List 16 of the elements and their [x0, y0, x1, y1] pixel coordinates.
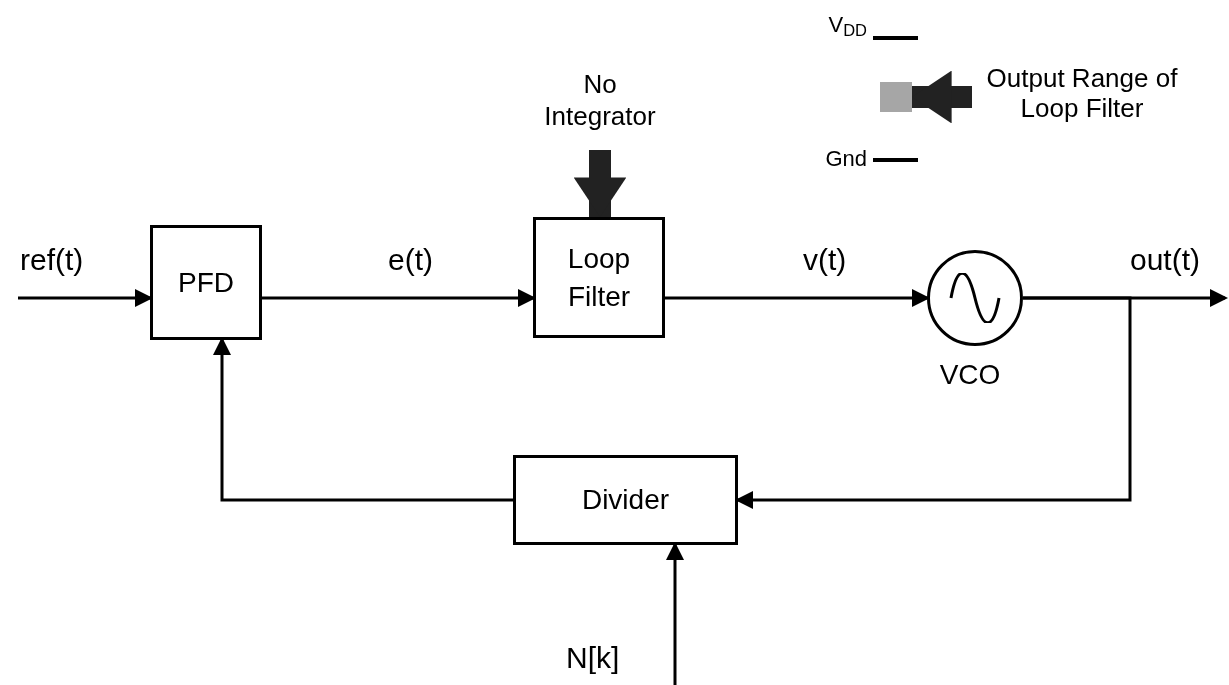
edge-label: e(t) — [388, 242, 433, 278]
edge-label: ref(t) — [20, 242, 84, 278]
range-square — [880, 82, 912, 112]
edge-label: out(t) — [1130, 242, 1201, 278]
edge-label: v(t) — [803, 242, 847, 278]
level-label: V$_{DD}$ — [827, 12, 867, 38]
annotation-text: No Integrator — [530, 62, 670, 138]
process-box: Loop Filter — [533, 217, 665, 338]
node-caption: VCO — [938, 358, 1002, 392]
annotation-text: Output Range of Loop Filter — [972, 56, 1192, 130]
block-arrow — [912, 70, 972, 124]
edge-label: N[k] — [566, 640, 620, 676]
process-box: PFD — [150, 225, 262, 340]
block-arrow — [573, 150, 627, 217]
level-label: Gnd — [824, 146, 867, 172]
process-box: Divider — [513, 455, 738, 545]
